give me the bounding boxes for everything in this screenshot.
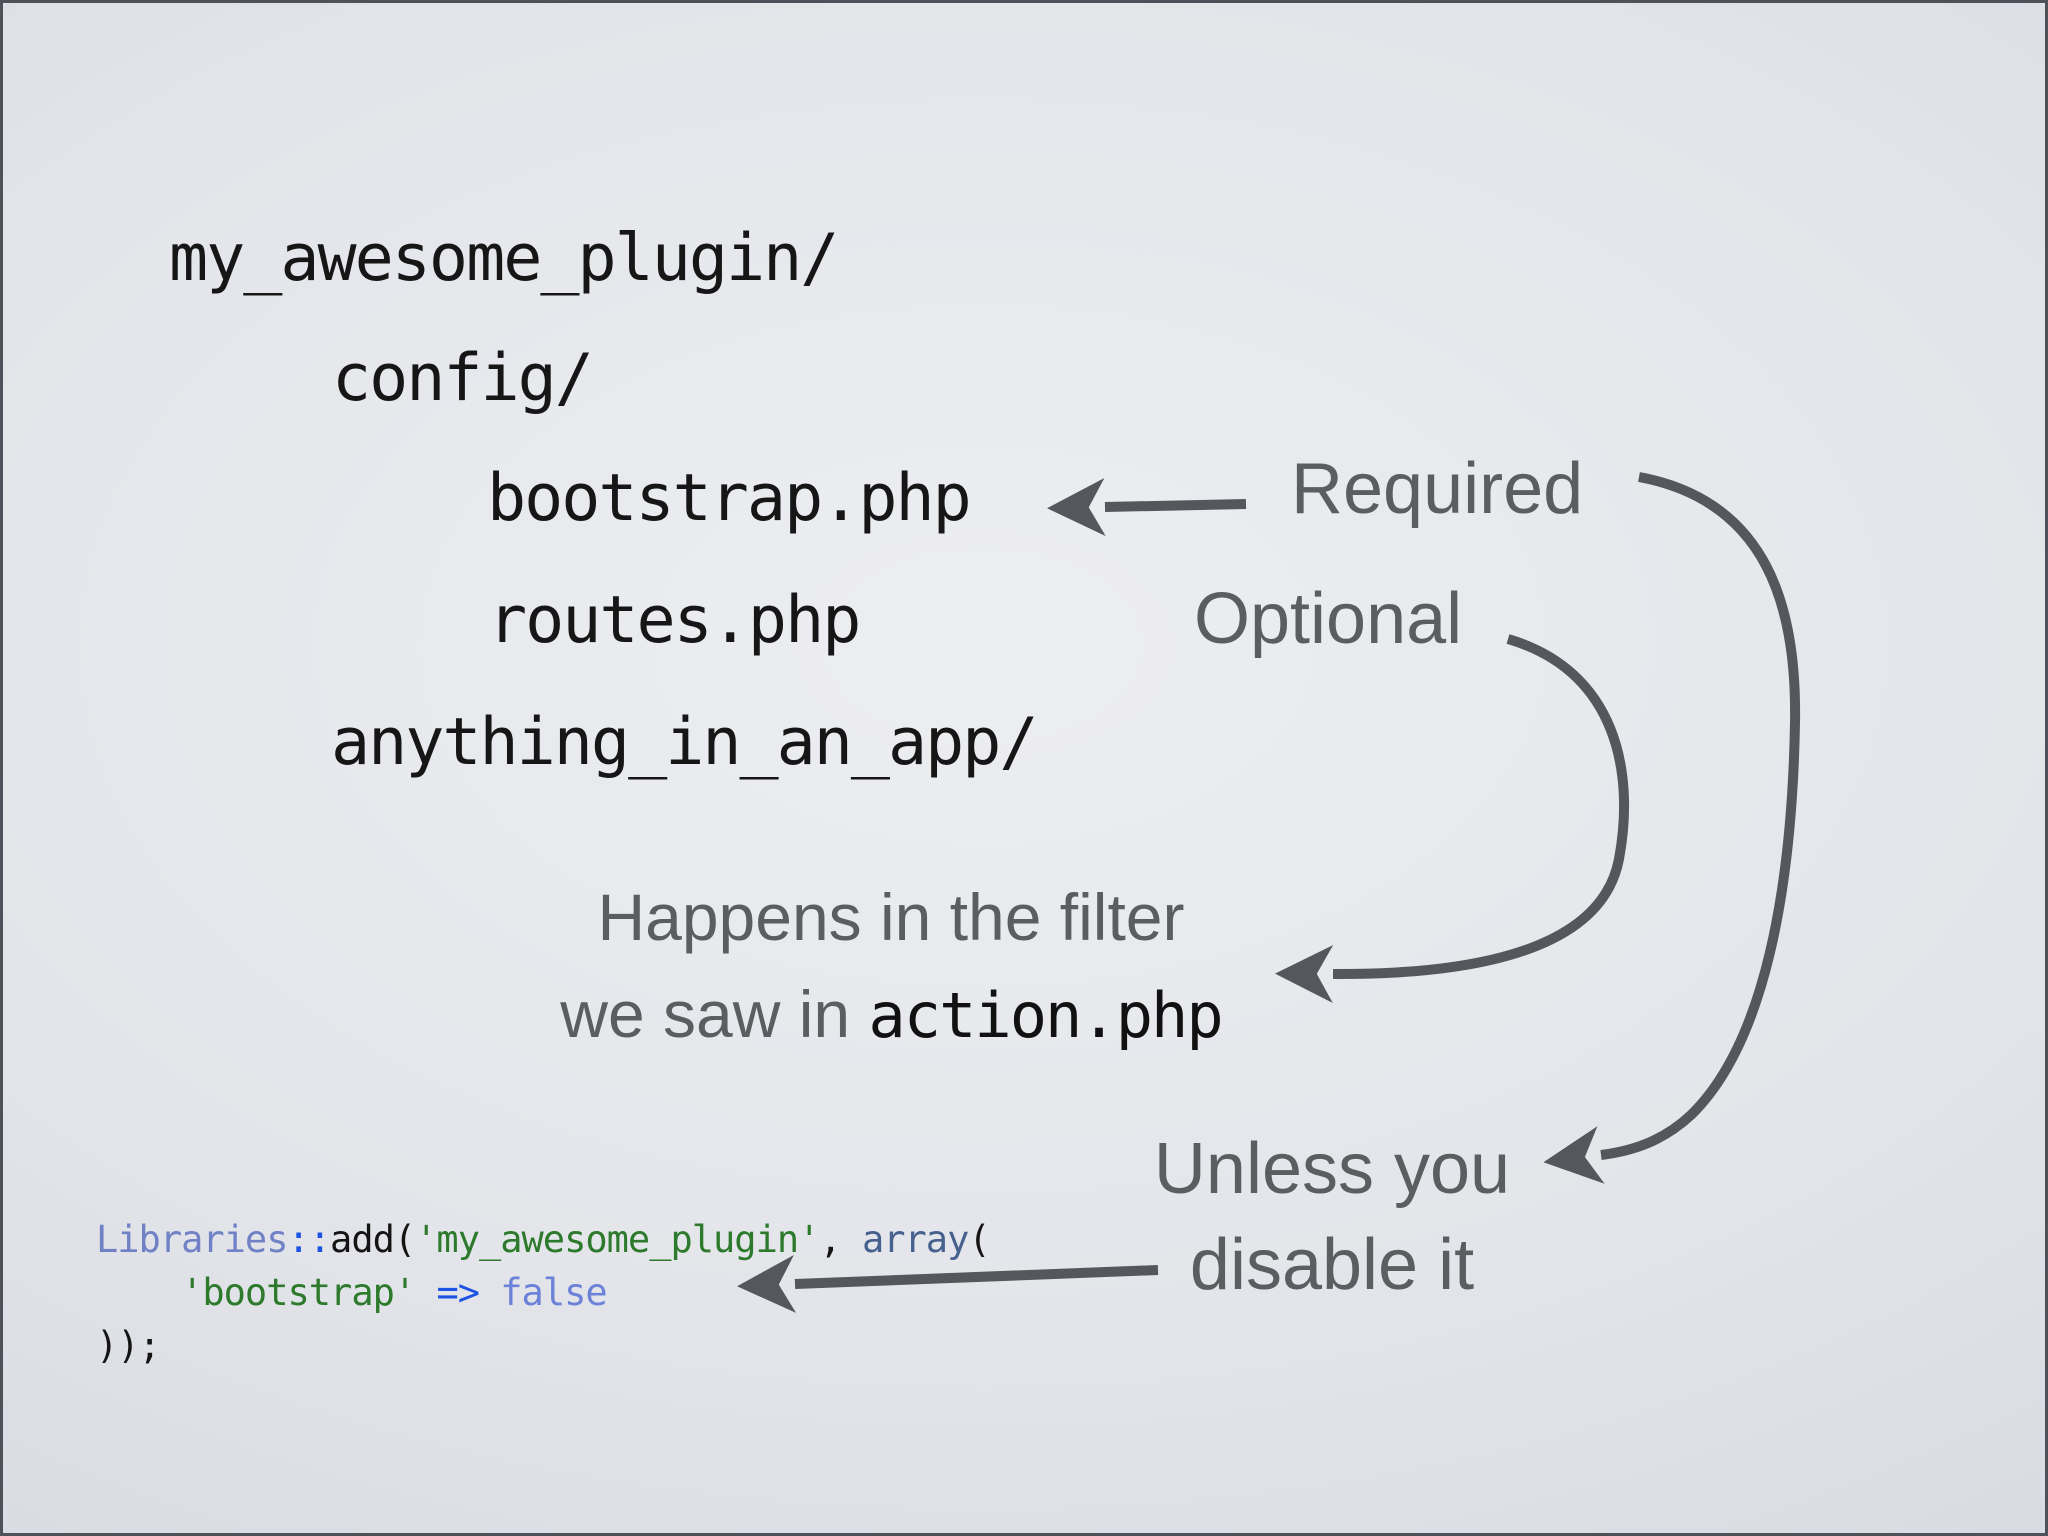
- code-token: 'bootstrap': [181, 1271, 416, 1314]
- tree-item: my_awesome_plugin/: [169, 221, 839, 296]
- code-snippet: Libraries::add('my_awesome_plugin', arra…: [96, 1213, 991, 1372]
- unless-note-line2: disable it: [1189, 1225, 1475, 1305]
- code-token: Libraries: [96, 1218, 288, 1261]
- code-token: array: [861, 1218, 969, 1261]
- code-token: add(: [330, 1218, 416, 1261]
- code-line: Libraries::add('my_awesome_plugin', arra…: [96, 1213, 991, 1266]
- code-token: [96, 1271, 181, 1314]
- code-token: (: [968, 1218, 990, 1261]
- arrow-optional-to-filter-note: [1275, 634, 1630, 1003]
- tree-item: bootstrap.php: [487, 461, 972, 536]
- tree-item: routes.php: [488, 583, 861, 658]
- code-token: =>: [436, 1271, 480, 1314]
- code-token: false: [500, 1271, 607, 1314]
- filter-note-line1: Happens in the filter: [597, 880, 1185, 954]
- tree-item: config/: [332, 341, 594, 416]
- arrow-required-to-unless: [1543, 472, 1801, 1184]
- required-label: Required: [1291, 449, 1584, 529]
- code-token: [479, 1271, 500, 1314]
- code-token: 'my_awesome_plugin': [415, 1218, 820, 1261]
- code-token: [415, 1271, 436, 1314]
- filter-note-action-php: action.php: [868, 979, 1223, 1052]
- filter-note: Happens in the filter we saw in action.p…: [481, 869, 1301, 1064]
- optional-label: Optional: [1194, 579, 1463, 659]
- arrow-required-to-bootstrap: [1047, 478, 1247, 536]
- tree-item: anything_in_an_app/: [331, 705, 1039, 780]
- unless-note-line1: Unless you: [1153, 1129, 1511, 1209]
- code-token: ,: [819, 1218, 862, 1261]
- filter-note-line2: we saw in action.php: [481, 966, 1301, 1064]
- filter-note-line2-prefix: we saw in: [560, 977, 869, 1051]
- code-token: ));: [96, 1324, 161, 1367]
- code-token: ::: [287, 1218, 331, 1261]
- code-line: ));: [96, 1319, 990, 1372]
- code-line: 'bootstrap' => false: [96, 1266, 990, 1319]
- unless-note: Unless you disable it: [1132, 1121, 1532, 1313]
